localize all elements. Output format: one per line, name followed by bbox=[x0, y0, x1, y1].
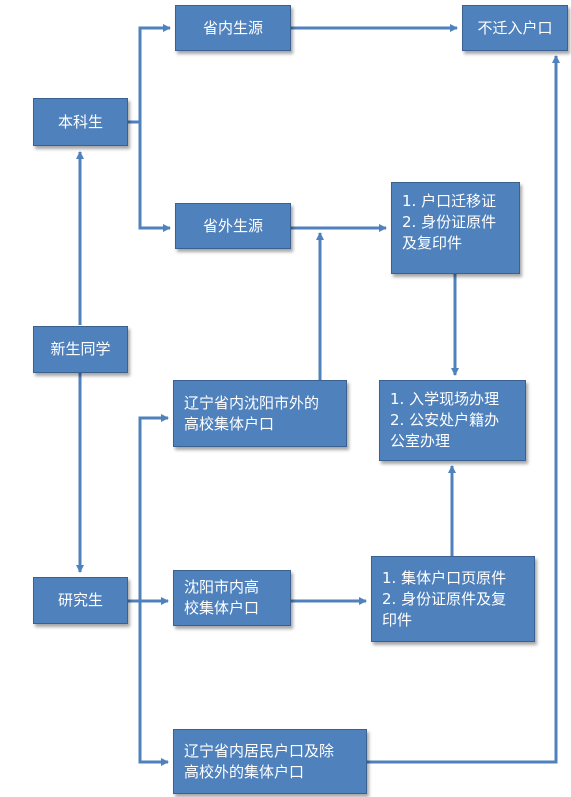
node-liaoning-resident: 辽宁省内居民户口及除 高校外的集体户口 bbox=[173, 729, 367, 794]
node-liaoning-outside-collective: 辽宁省内沈阳市外的 高校集体户口 bbox=[173, 380, 347, 447]
node-liaoning-outside-collective-label: 辽宁省内沈阳市外的 高校集体户口 bbox=[184, 393, 320, 433]
node-out-province: 省外生源 bbox=[175, 203, 291, 249]
node-docs-collective-label: 1. 集体户口页原件 2. 身份证原件及复 印件 bbox=[382, 568, 507, 629]
node-freshman-label: 新生同学 bbox=[50, 340, 111, 358]
node-graduate-label: 研究生 bbox=[57, 591, 103, 609]
node-no-move: 不迁入户口 bbox=[462, 5, 568, 51]
node-in-province: 省内生源 bbox=[175, 5, 291, 51]
arrow-liaoning-resident-to-no-move bbox=[367, 55, 560, 764]
node-freshman: 新生同学 bbox=[33, 326, 128, 373]
node-graduate: 研究生 bbox=[33, 577, 128, 624]
node-undergrad: 本科生 bbox=[33, 98, 128, 146]
node-undergrad-label: 本科生 bbox=[57, 112, 103, 131]
node-docs-migration-label: 1. 户口迁移证 2. 身份证原件 及复印件 bbox=[402, 192, 497, 252]
node-docs-collective: 1. 集体户口页原件 2. 身份证原件及复 印件 bbox=[371, 556, 535, 642]
node-in-province-label: 省内生源 bbox=[202, 18, 263, 37]
arrow-undergrad-to-in-province bbox=[128, 24, 171, 124]
node-enroll: 1. 入学现场办理 2. 公安处户籍办 公室办理 bbox=[379, 380, 526, 461]
node-liaoning-resident-label: 辽宁省内居民户口及除 高校外的集体户口 bbox=[184, 741, 335, 781]
arrow-undergrad-to-out-province bbox=[138, 122, 171, 232]
node-docs-migration: 1. 户口迁移证 2. 身份证原件 及复印件 bbox=[391, 182, 520, 274]
node-out-province-label: 省外生源 bbox=[202, 216, 263, 235]
node-shenyang-collective-label: 沈阳市内高 校集体户口 bbox=[184, 578, 260, 617]
node-no-move-label: 不迁入户口 bbox=[477, 18, 553, 37]
node-enroll-label: 1. 入学现场办理 2. 公安处户籍办 公室办理 bbox=[390, 390, 500, 450]
arrow-graduate-to-liaoning-outside bbox=[138, 414, 169, 601]
arrow-graduate-to-liaoning-resident bbox=[138, 601, 169, 766]
node-shenyang-collective: 沈阳市内高 校集体户口 bbox=[173, 570, 291, 626]
